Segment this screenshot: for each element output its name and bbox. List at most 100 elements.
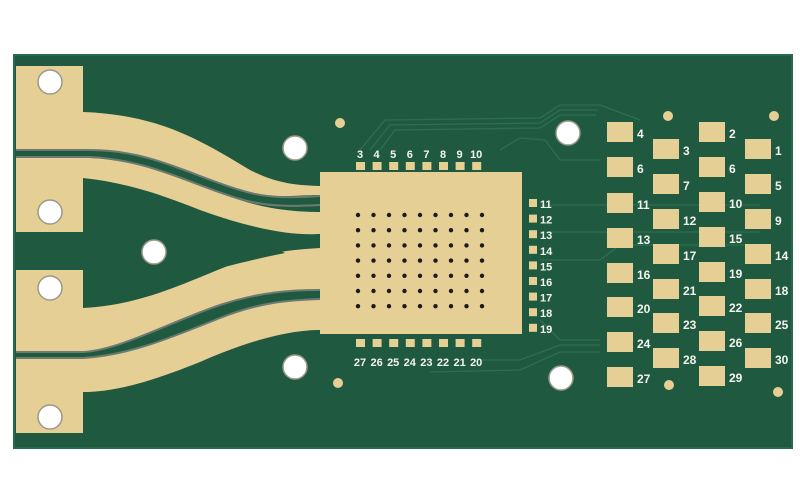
- pad-label: 8: [440, 149, 446, 161]
- pad-label: 13: [637, 233, 651, 247]
- connector-pad: [653, 348, 679, 368]
- pad-label: 23: [683, 318, 697, 332]
- connector-pad: [699, 122, 725, 142]
- die-pad: [320, 172, 522, 334]
- via-dot: [417, 212, 423, 218]
- via-dot: [479, 273, 485, 278]
- connector-pad: [745, 279, 771, 299]
- pad-label: 15: [729, 232, 743, 246]
- pad-label: 2: [729, 127, 736, 141]
- top-pad: [389, 162, 399, 170]
- via-dot: [402, 243, 407, 248]
- pad-label: 22: [729, 301, 743, 315]
- via-dot: [402, 258, 407, 263]
- pad-label: 11: [637, 198, 650, 212]
- via-dot: [433, 258, 438, 263]
- bottom-pad: [422, 339, 432, 347]
- connector-pad: [653, 313, 679, 333]
- via-dot: [386, 304, 392, 309]
- hole-icon: [555, 120, 581, 146]
- pad-label: 22: [437, 357, 449, 369]
- via-dot: [371, 258, 376, 263]
- via-dot: [402, 273, 407, 278]
- hole-icon: [37, 275, 63, 301]
- connector-pad: [607, 332, 633, 352]
- hole-icon: [548, 365, 574, 391]
- via-dot: [355, 243, 361, 248]
- connector-pad: [745, 174, 771, 194]
- via-dot: [386, 273, 392, 278]
- via-dot: [464, 288, 469, 294]
- hole-icon: [37, 404, 63, 430]
- hole-icon: [141, 239, 167, 265]
- via-dot: [448, 304, 454, 309]
- pad-label: 4: [374, 149, 381, 161]
- via-dot: [433, 304, 438, 309]
- connector-pad: [699, 262, 725, 282]
- pad-label: 6: [729, 162, 736, 176]
- pad-label: 16: [637, 268, 651, 282]
- pad-label: 19: [729, 267, 743, 281]
- via-dot: [479, 243, 485, 248]
- via-dot: [433, 273, 438, 278]
- via-dot: [417, 228, 423, 233]
- pad-label: 6: [637, 162, 644, 176]
- pad-label: 26: [729, 336, 743, 350]
- connector-pad: [699, 227, 725, 247]
- pad-label: 14: [775, 249, 789, 263]
- connector-pad: [745, 139, 771, 159]
- via-dot: [479, 212, 485, 218]
- pad-label: 19: [540, 324, 552, 336]
- via-dot: [464, 273, 469, 278]
- via-dot: [386, 243, 392, 248]
- pad-label: 6: [407, 149, 413, 161]
- pad-label: 10: [729, 197, 743, 211]
- right-pad: [529, 245, 537, 254]
- connector-pad: [607, 193, 633, 213]
- connector-pad-array: 4611131620242737121721232826101519222629…: [607, 122, 789, 387]
- via-dot: [448, 228, 454, 233]
- via-dot: [433, 288, 438, 294]
- top-pad: [422, 162, 432, 170]
- top-pad: [356, 162, 365, 170]
- pad-label: 3: [357, 149, 363, 161]
- via-dot: [371, 304, 376, 309]
- connector-pad: [699, 296, 725, 316]
- small-vias: [333, 111, 783, 397]
- bottom-pad: [455, 339, 465, 347]
- via-dot: [464, 304, 469, 309]
- via-dot: [355, 273, 361, 278]
- bottom-pad: [356, 339, 365, 347]
- via-dot: [433, 228, 438, 233]
- pad-label: 5: [390, 149, 396, 161]
- via-dot: [355, 228, 361, 233]
- via-dot: [402, 228, 407, 233]
- connector-pad: [607, 122, 633, 142]
- pad-label: 5: [775, 179, 782, 193]
- via-dot: [371, 288, 376, 294]
- connector-pad: [607, 367, 633, 387]
- bottom-pad: [405, 339, 415, 347]
- pad-label: 13: [540, 230, 552, 242]
- pad-label: 29: [729, 371, 743, 385]
- via-dot: [355, 288, 361, 294]
- connector-pad: [607, 263, 633, 283]
- pad-label: 27: [354, 357, 366, 369]
- via-dot: [355, 212, 361, 218]
- cpw-gaps: [16, 149, 321, 359]
- via-dot: [464, 228, 469, 233]
- via-dot: [433, 243, 438, 248]
- pad-label: 14: [540, 246, 553, 258]
- top-pad: [439, 162, 448, 170]
- connector-pad: [607, 157, 633, 177]
- bottom-pad: [472, 339, 482, 347]
- pad-label: 25: [387, 357, 399, 369]
- connector-pad: [699, 331, 725, 351]
- via-dot: [402, 304, 407, 309]
- pad-label: 1: [775, 144, 782, 158]
- pad-label: 25: [775, 318, 789, 332]
- pad-label: 9: [457, 149, 463, 161]
- pad-label: 21: [683, 284, 697, 298]
